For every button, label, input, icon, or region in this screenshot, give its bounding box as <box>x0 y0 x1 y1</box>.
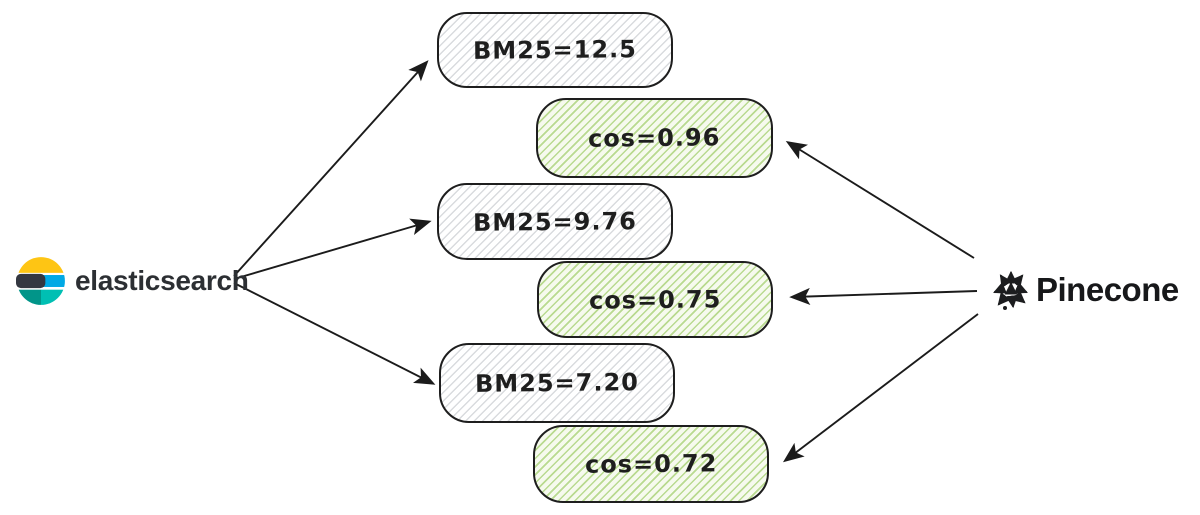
arrow-pinecone-to-cos-3 <box>782 313 979 463</box>
score-box-bm25-9-76: BM25=9.76 <box>437 183 673 260</box>
score-box-cos-0-72: cos=0.72 <box>533 425 769 503</box>
arrow-elasticsearch-to-bm25-1 <box>233 60 429 277</box>
arrow-elasticsearch-to-bm25-2 <box>233 218 432 280</box>
score-box-bm25-7-20: BM25=7.20 <box>439 343 675 423</box>
elasticsearch-logo-icon <box>16 257 65 305</box>
arrow-pinecone-to-cos-2 <box>789 287 978 305</box>
arrow-elasticsearch-to-bm25-3 <box>233 282 436 385</box>
score-label: cos=0.72 <box>584 449 718 479</box>
score-box-cos-0-75: cos=0.75 <box>537 261 773 338</box>
elasticsearch-label: elasticsearch <box>75 265 249 296</box>
pinecone-node: Pinecone <box>992 268 1179 312</box>
pinecone-label: Pinecone <box>1036 271 1179 308</box>
score-box-bm25-12-5: BM25=12.5 <box>437 12 673 88</box>
score-label: BM25=12.5 <box>472 35 638 65</box>
score-label: BM25=7.20 <box>474 368 640 398</box>
score-label: cos=0.75 <box>588 284 722 315</box>
elasticsearch-node: elasticsearch <box>16 256 249 306</box>
score-label: BM25=9.76 <box>472 206 638 237</box>
score-box-cos-0-96: cos=0.96 <box>536 98 773 178</box>
arrow-pinecone-to-cos-1 <box>785 140 975 259</box>
pinecone-logo-icon <box>993 270 1028 310</box>
score-label: cos=0.96 <box>588 123 721 153</box>
